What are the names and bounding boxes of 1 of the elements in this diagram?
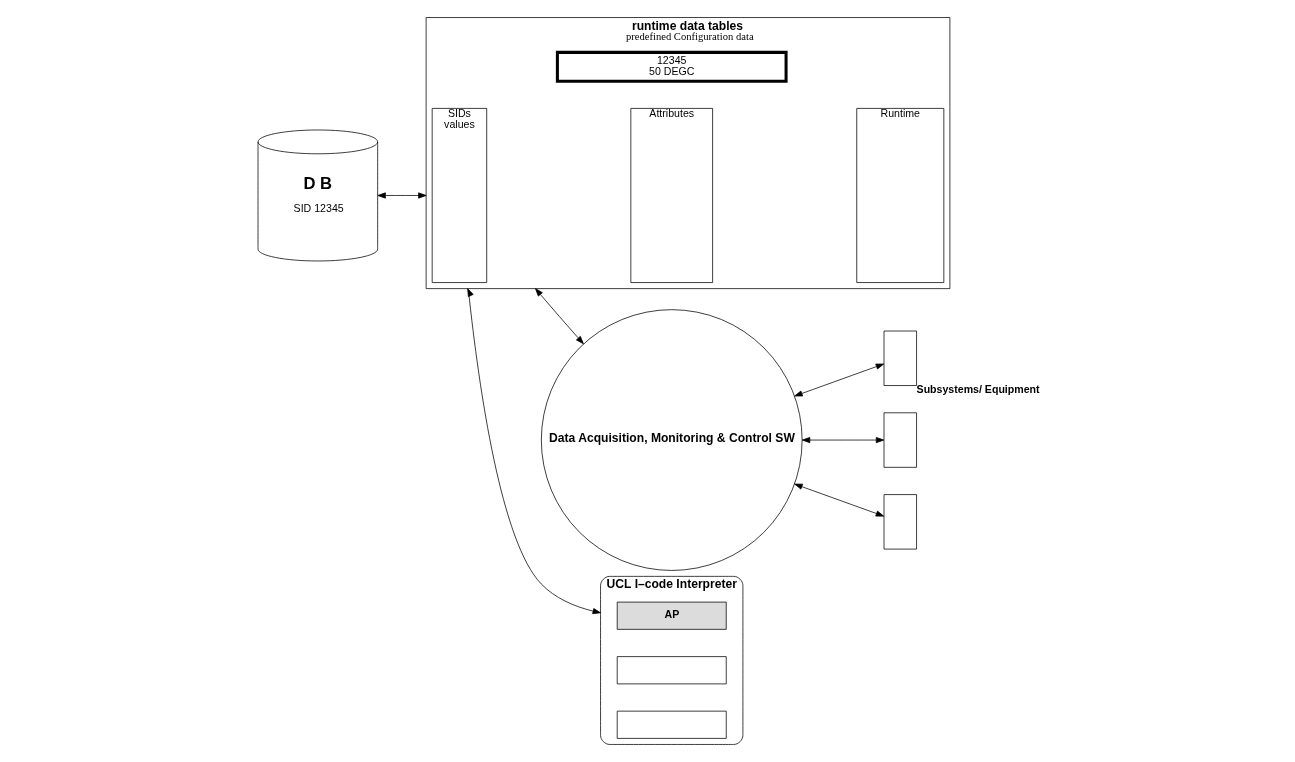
node-label: Subsystems/ Equipment [916, 383, 1040, 396]
